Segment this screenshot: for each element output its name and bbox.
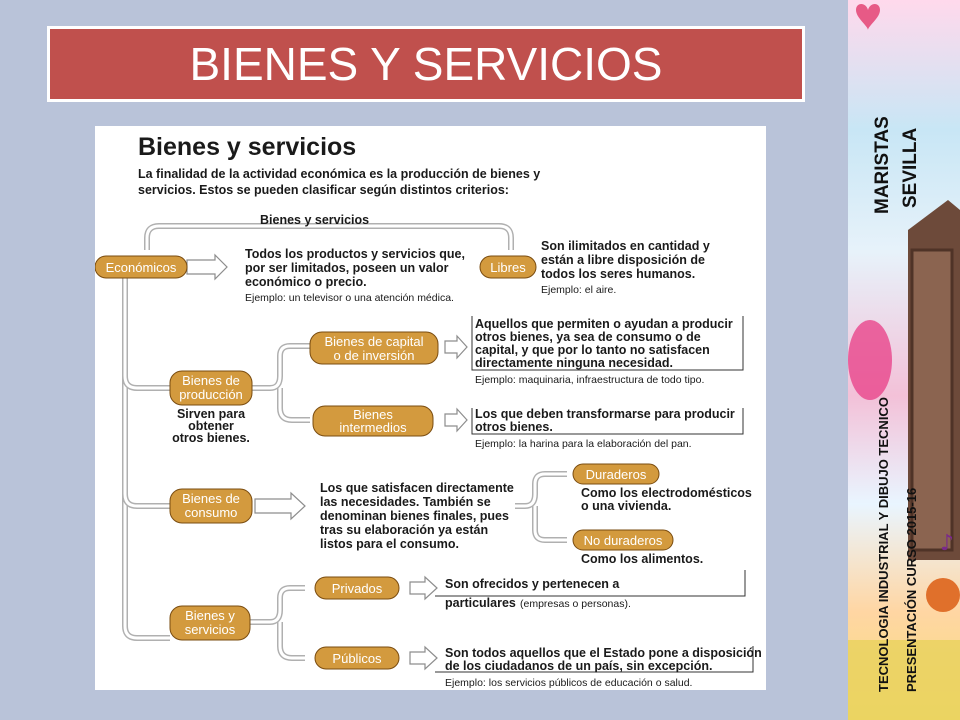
svg-text:Económicos: Económicos <box>106 260 177 275</box>
svg-text:económico o precio.: económico o precio. <box>245 275 367 289</box>
desc-intermedios: Los que deben transformarse para produci… <box>475 407 735 450</box>
svg-text:Bienes de: Bienes de <box>182 373 240 388</box>
svg-text:Ejemplo: maquinaria, infraestr: Ejemplo: maquinaria, infraestructura de … <box>475 374 704 386</box>
svg-text:Bienes de: Bienes de <box>182 491 240 506</box>
node-bienes-consumo: Bienes de consumo <box>169 488 253 524</box>
svg-text:Sirven para: Sirven para <box>177 407 246 421</box>
svg-text:Aquellos que permiten o ayudan: Aquellos que permiten o ayudan a produci… <box>475 317 733 331</box>
svg-text:Ejemplo: los servicios público: Ejemplo: los servicios públicos de educa… <box>445 677 692 689</box>
slide-title: BIENES Y SERVICIOS <box>47 26 805 102</box>
svg-text:están a libre disposición de: están a libre disposición de <box>541 253 705 267</box>
svg-text:(empresas o personas).: (empresas o personas). <box>520 598 631 610</box>
svg-text:Todos los productos y servicio: Todos los productos y servicios que, <box>245 247 465 261</box>
svg-text:obtener: obtener <box>188 419 234 433</box>
svg-text:No duraderos: No duraderos <box>584 533 663 548</box>
school-name-line2: SEVILLA <box>900 127 921 208</box>
svg-text:Los que satisfacen directament: Los que satisfacen directamente <box>320 481 514 495</box>
node-bienes-capital: Bienes de capital o de inversión <box>309 331 439 365</box>
svg-text:Duraderos: Duraderos <box>586 467 647 482</box>
svg-text:de los ciudadanos de un país,: de los ciudadanos de un país, sin excepc… <box>445 659 712 673</box>
node-duraderos: Duraderos <box>572 463 660 485</box>
svg-text:consumo: consumo <box>185 505 238 520</box>
node-bienes-produccion: Bienes de producción <box>169 370 253 406</box>
desc-no-duraderos: Como los alimentos. <box>581 552 703 566</box>
node-bienes-intermedios: Bienes intermedios <box>312 405 434 437</box>
intro-line-2: servicios. Estos se pueden clasificar se… <box>138 183 509 197</box>
svg-text:servicios: servicios <box>185 622 236 637</box>
intro-line-1: La finalidad de la actividad económica e… <box>138 167 540 181</box>
svg-text:Ejemplo: la harina para la ela: Ejemplo: la harina para la elaboración d… <box>475 438 692 450</box>
balloon-icon <box>848 320 892 400</box>
svg-text:listos para el consumo.: listos para el consumo. <box>320 537 459 551</box>
svg-text:todos los seres humanos.: todos los seres humanos. <box>541 267 695 281</box>
svg-text:Públicos: Públicos <box>332 651 382 666</box>
arrow-publicos <box>409 645 438 671</box>
diagram-heading: Bienes y servicios <box>138 133 356 161</box>
svg-text:otros bienes.: otros bienes. <box>172 431 250 445</box>
node-bienes-y-servicios: Bienes y servicios <box>169 605 251 641</box>
svg-text:intermedios: intermedios <box>339 420 407 435</box>
arrow-capital <box>444 334 468 360</box>
svg-text:Son ilimitados en cantidad y: Son ilimitados en cantidad y <box>541 239 710 253</box>
classification-diagram: Bienes y servicios La finalidad de la ac… <box>95 133 762 689</box>
svg-text:o de inversión: o de inversión <box>334 348 415 363</box>
desc-capital: Aquellos que permiten o ayudan a produci… <box>475 317 733 386</box>
school-name-line1: MARISTAS <box>872 116 893 214</box>
diagram-panel: Bienes y servicios La finalidad de la ac… <box>95 126 766 690</box>
svg-text:otros bienes, ya sea de consum: otros bienes, ya sea de consumo o de <box>475 330 701 344</box>
svg-text:Son todos aquellos que el Esta: Son todos aquellos que el Estado pone a … <box>445 646 762 660</box>
svg-text:Privados: Privados <box>332 581 383 596</box>
svg-text:Bienes y: Bienes y <box>185 608 235 623</box>
node-economicos: Económicos <box>95 255 188 279</box>
arrow-economicos <box>186 253 228 281</box>
subject-label: TECNOLOGIA INDUSTRIAL Y DIBUJO TECNICO <box>876 397 891 692</box>
svg-text:producción: producción <box>179 387 243 402</box>
ball-icon <box>926 578 960 612</box>
desc-produccion: Sirven para obtener otros bienes. <box>172 407 250 445</box>
heart-icon <box>856 4 880 30</box>
desc-publicos: Son todos aquellos que el Estado pone a … <box>445 646 762 689</box>
course-label: PRESENTACIÓN CURSO 2015-16 <box>904 487 919 692</box>
desc-economicos: Todos los productos y servicios que, por… <box>245 247 465 304</box>
music-note-icon: ♪ <box>940 531 954 556</box>
svg-text:Bienes de capital: Bienes de capital <box>324 334 423 349</box>
svg-text:particulares: particulares <box>445 596 516 610</box>
decorative-sidebar: ♪ <box>848 0 960 720</box>
desc-duraderos: Como los electrodomésticos o una viviend… <box>581 486 752 513</box>
svg-text:otros bienes.: otros bienes. <box>475 420 553 434</box>
svg-text:denominan bienes finales, pues: denominan bienes finales, pues <box>320 509 509 523</box>
top-connector-label: Bienes y servicios <box>260 213 369 227</box>
svg-text:Son ofrecidos y pertenecen a: Son ofrecidos y pertenecen a <box>445 577 620 591</box>
sidebar-illustration: ♪ <box>848 4 960 720</box>
node-publicos: Públicos <box>314 646 400 670</box>
node-libres: Libres <box>479 255 537 279</box>
svg-text:directamente ninguna necesidad: directamente ninguna necesidad. <box>475 356 673 370</box>
svg-text:Los que deben transformarse pa: Los que deben transformarse para produci… <box>475 407 735 421</box>
desc-privados: Son ofrecidos y pertenecen a particulare… <box>445 577 631 610</box>
svg-text:por ser limitados, poseen un v: por ser limitados, poseen un valor <box>245 261 449 275</box>
svg-text:Bienes: Bienes <box>353 407 393 422</box>
svg-text:capital, y que por lo tanto no: capital, y que por lo tanto no satisface… <box>475 343 710 357</box>
arrow-intermedios <box>444 407 468 433</box>
svg-text:Como los electrodomésticos: Como los electrodomésticos <box>581 486 752 500</box>
svg-text:las necesidades. También se: las necesidades. También se <box>320 495 491 509</box>
svg-text:Ejemplo: un televisor o una at: Ejemplo: un televisor o una atención méd… <box>245 292 454 304</box>
arrow-privados <box>409 575 438 601</box>
svg-text:Libres: Libres <box>490 260 526 275</box>
svg-text:tras su elaboración ya están: tras su elaboración ya están <box>320 523 488 537</box>
desc-consumo: Los que satisfacen directamente las nece… <box>320 481 514 551</box>
node-privados: Privados <box>314 576 400 600</box>
arrow-consumo <box>254 491 306 521</box>
svg-text:o una vivienda.: o una vivienda. <box>581 499 671 513</box>
desc-libres: Son ilimitados en cantidad y están a lib… <box>541 239 710 296</box>
svg-text:Ejemplo: el aire.: Ejemplo: el aire. <box>541 284 616 296</box>
node-no-duraderos: No duraderos <box>572 529 674 551</box>
